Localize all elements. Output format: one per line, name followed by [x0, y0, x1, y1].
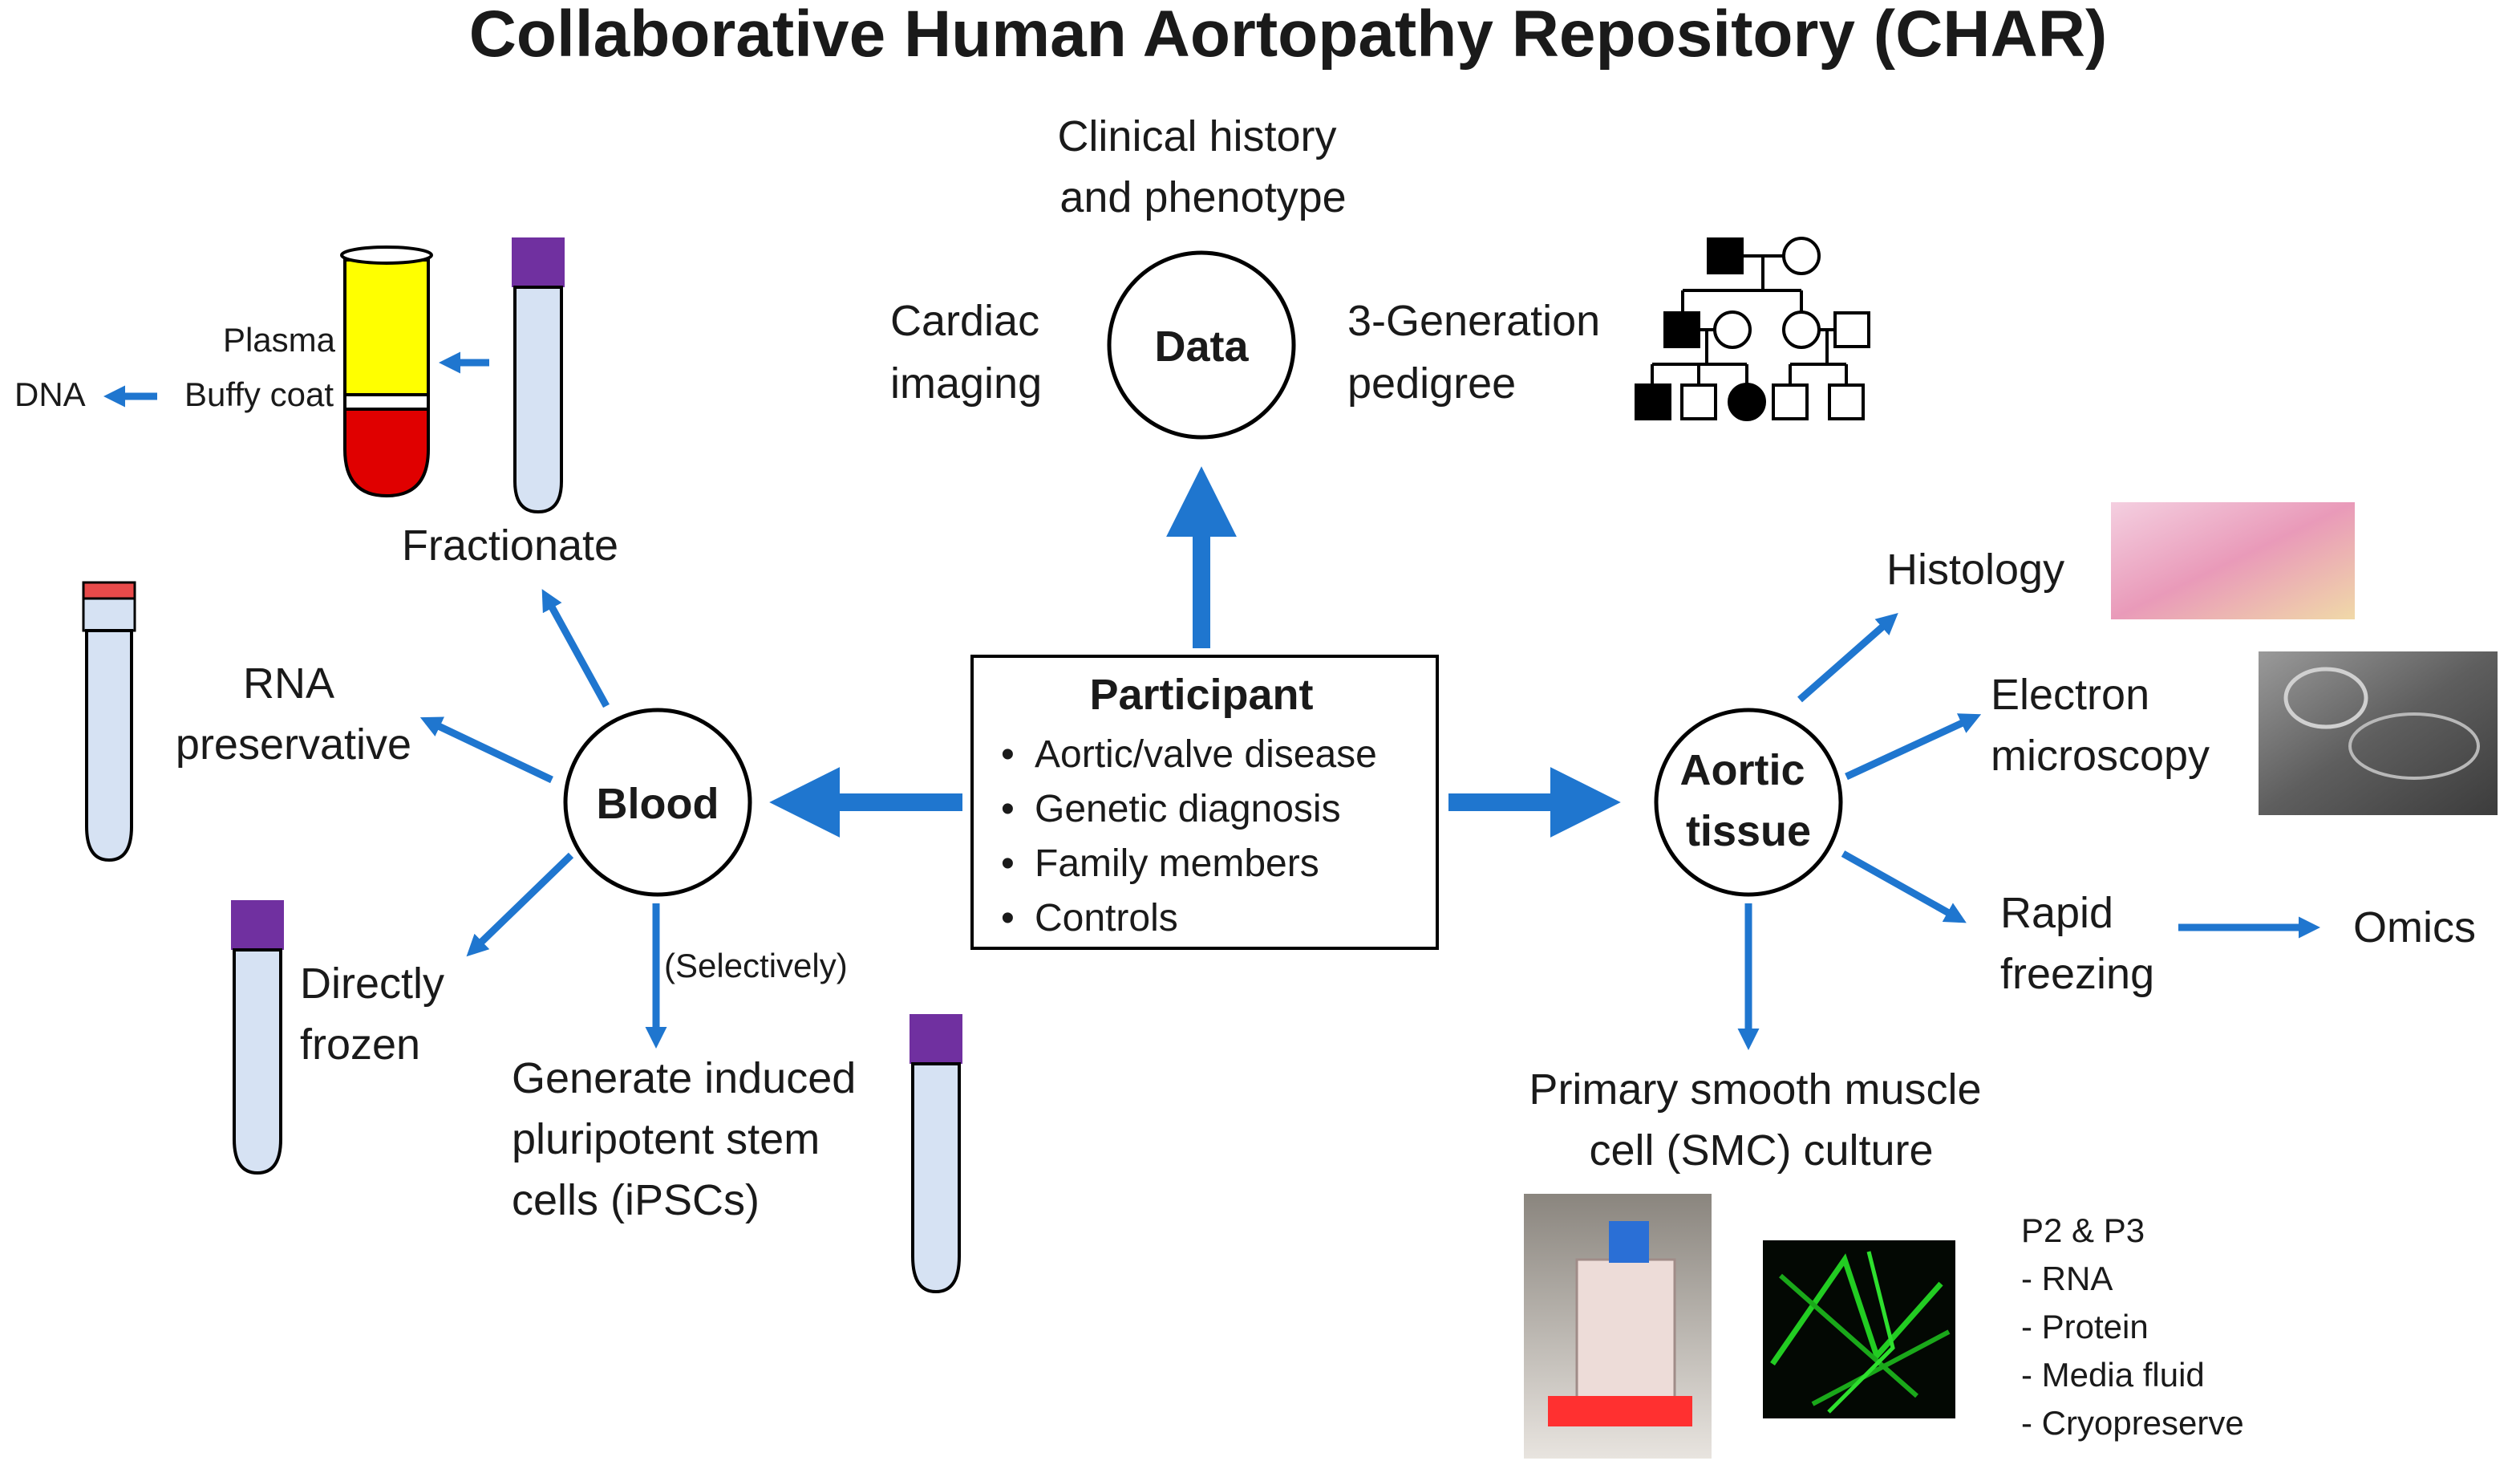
- aortic-tissue-label: Aortic tissue: [1679, 746, 1817, 855]
- data-node: [1107, 250, 1296, 440]
- arrow-tissue-to-em: [1845, 713, 1982, 781]
- clinical-history-line: and phenotype: [1059, 173, 1346, 221]
- rna-preservative-line: preservative: [176, 720, 411, 769]
- ipsc-line: pluripotent stem: [512, 1115, 820, 1163]
- smc-uses-item: - Protein: [2021, 1308, 2149, 1345]
- histology-image: [2111, 502, 2355, 619]
- directly-frozen-label: Directly frozen: [300, 960, 456, 1069]
- culture-flask-image: [1524, 1194, 1712, 1459]
- buffy-coat-label: Buffy coat: [184, 375, 334, 413]
- participant-box: Participant • Aortic/valve disease • Gen…: [970, 655, 1439, 950]
- rna-tube-icon: [82, 581, 136, 862]
- centrifuged-tube-icon: [340, 245, 433, 498]
- arrow-tissue-to-rapid: [1841, 850, 1967, 923]
- frozen-tube-icon: [231, 900, 284, 1175]
- arrow-tissue-to-histology: [1797, 613, 1898, 703]
- aortic-tissue-node: [1654, 708, 1843, 897]
- participant-bullet: •: [1001, 788, 1015, 830]
- selectively-label: (Selectively): [664, 947, 848, 984]
- participant-item-genetic-diagnosis: Genetic diagnosis: [1035, 788, 1341, 830]
- clinical-history-line: Clinical history: [1057, 112, 1336, 160]
- participant-item-aortic-valve-disease: Aortic/valve disease: [1035, 733, 1377, 776]
- data-node-label: Data: [1154, 323, 1249, 371]
- rna-preservative-label: RNA preservative: [176, 659, 411, 769]
- electron-microscopy-label: Electron microscopy: [1991, 671, 2210, 780]
- participant-list: • Aortic/valve disease • Genetic diagnos…: [1001, 733, 1377, 939]
- directly-frozen-line: frozen: [300, 1021, 420, 1069]
- smc-culture-line: cell (SMC) culture: [1589, 1126, 1933, 1175]
- pedigree-chart-icon: [1635, 237, 1870, 421]
- ipsc-line: cells (iPSCs): [512, 1176, 760, 1224]
- smc-uses-item: - Media fluid: [2021, 1356, 2205, 1394]
- smc-culture-label: Primary smooth muscle cell (SMC) culture: [1529, 1065, 1993, 1175]
- participant-bullet: •: [1001, 733, 1015, 776]
- aortic-tissue-line: tissue: [1686, 807, 1811, 855]
- omics-label: Omics: [2353, 903, 2476, 952]
- electron-microscopy-line: Electron: [1991, 671, 2149, 719]
- electron-microscopy-line: microscopy: [1991, 732, 2210, 780]
- ipsc-line: Generate induced: [512, 1054, 856, 1102]
- rapid-freezing-label: Rapid freezing: [2000, 889, 2154, 998]
- pedigree-line: 3-Generation: [1347, 297, 1600, 345]
- diagram-title: Collaborative Human Aortopathy Repositor…: [469, 0, 2108, 71]
- rna-preservative-line: RNA: [243, 659, 334, 708]
- smc-uses-item: P2 & P3: [2021, 1211, 2145, 1249]
- smc-fluorescence-image: [1763, 1240, 1955, 1418]
- fractionate-label: Fractionate: [402, 521, 618, 570]
- cardiac-imaging-line: Cardiac: [890, 297, 1039, 345]
- pedigree-label: 3-Generation pedigree: [1347, 297, 1612, 408]
- directly-frozen-line: Directly: [300, 960, 444, 1008]
- participant-title: Participant: [1089, 671, 1313, 719]
- pedigree-line: pedigree: [1347, 359, 1516, 408]
- cardiac-imaging-label: Cardiac imaging: [890, 297, 1051, 408]
- blood-node-label: Blood: [597, 780, 719, 828]
- dna-label: DNA: [14, 375, 86, 413]
- rapid-freezing-line: freezing: [2000, 950, 2154, 998]
- arrow-blood-to-rna: [419, 716, 553, 784]
- aortic-tissue-line: Aortic: [1679, 746, 1805, 794]
- arrow-blood-to-frozen: [466, 852, 574, 957]
- participant-bullet: •: [1001, 897, 1015, 939]
- participant-bullet: •: [1001, 842, 1015, 885]
- smc-uses-list: P2 & P3 - RNA - Protein - Media fluid - …: [2021, 1211, 2244, 1442]
- smc-culture-line: Primary smooth muscle: [1529, 1065, 1981, 1114]
- participant-item-controls: Controls: [1035, 897, 1178, 939]
- smc-uses-item: - Cryopreserve: [2021, 1404, 2244, 1442]
- blood-node: [563, 708, 752, 897]
- ipsc-tube-icon: [910, 1014, 962, 1294]
- electron-microscopy-image: [2259, 651, 2498, 815]
- smc-uses-item: - RNA: [2021, 1260, 2113, 1297]
- plasma-label: Plasma: [223, 321, 336, 359]
- arrow-blood-to-fractionate: [541, 589, 610, 708]
- purple-cap-tube-icon: [512, 237, 565, 514]
- rapid-freezing-line: Rapid: [2000, 889, 2113, 937]
- cardiac-imaging-line: imaging: [890, 359, 1042, 408]
- participant-item-family-members: Family members: [1035, 842, 1319, 885]
- ipsc-label: Generate induced pluripotent stem cells …: [512, 1054, 868, 1224]
- histology-label: Histology: [1886, 546, 2064, 594]
- clinical-history-label: Clinical history and phenotype: [1057, 112, 1348, 221]
